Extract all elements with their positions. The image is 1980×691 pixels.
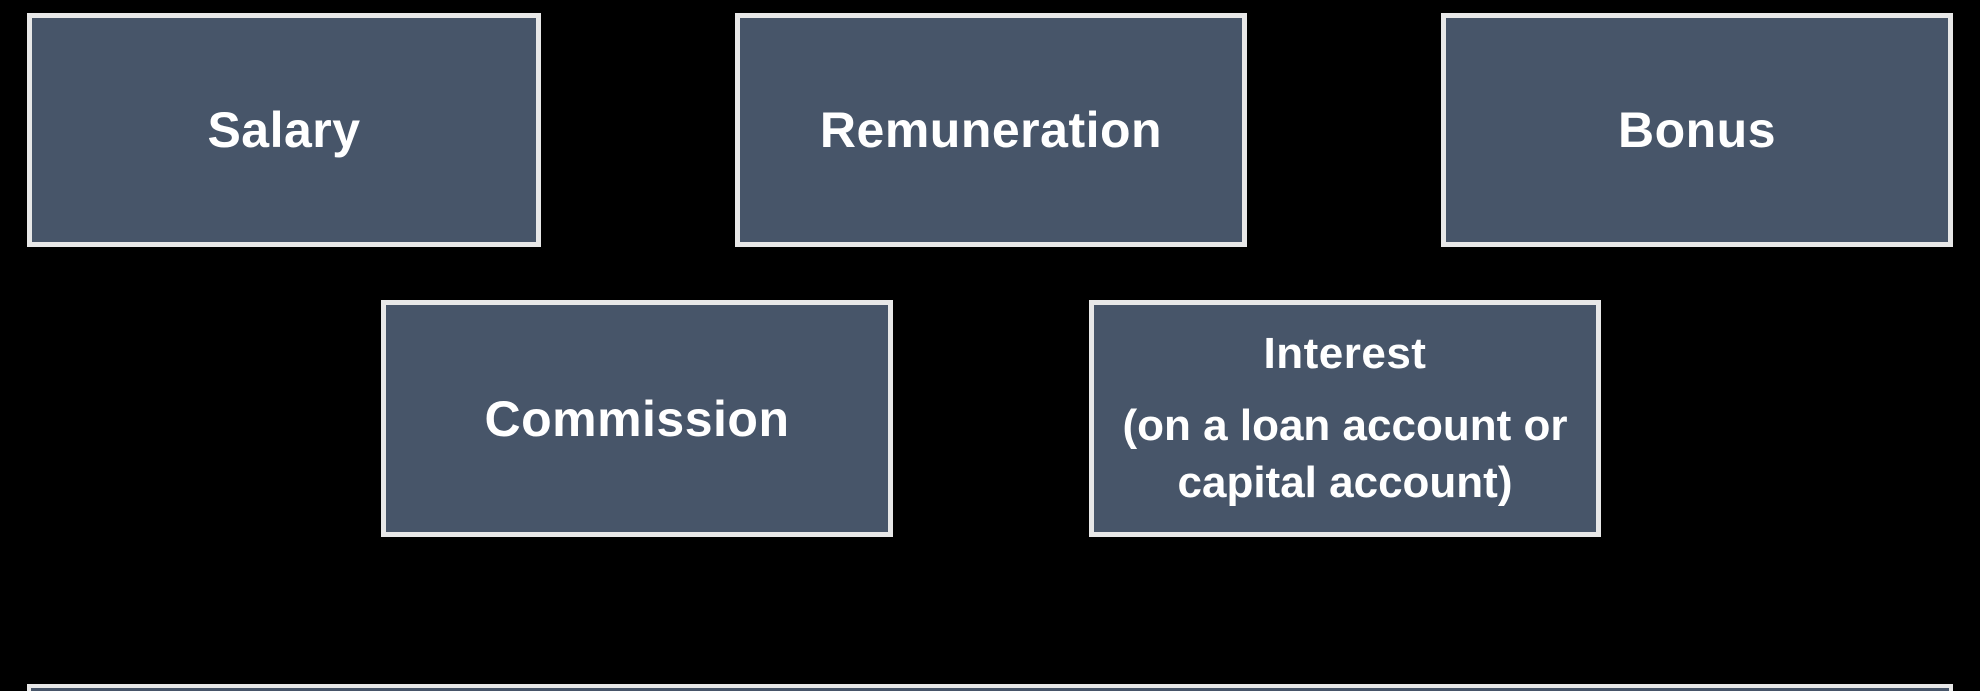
box-salary: Salary — [27, 13, 541, 247]
box-bonus-label: Bonus — [1617, 102, 1777, 158]
box-interest-sublabel-line1: (on a loan account or — [1122, 400, 1568, 450]
box-commission-label: Commission — [484, 390, 790, 447]
box-commission: Commission — [381, 300, 893, 537]
box-remuneration: Remuneration — [735, 13, 1247, 247]
box-interest-sublabel-line2: capital account) — [1177, 458, 1513, 507]
box-interest-label: Interest — [1263, 328, 1427, 378]
box-remuneration-label: Remuneration — [819, 102, 1163, 158]
box-salary-label: Salary — [207, 102, 361, 158]
cropped-next-row-box — [27, 684, 1953, 691]
box-bonus: Bonus — [1441, 13, 1953, 247]
box-interest: Interest (on a loan account or capital a… — [1089, 300, 1601, 537]
